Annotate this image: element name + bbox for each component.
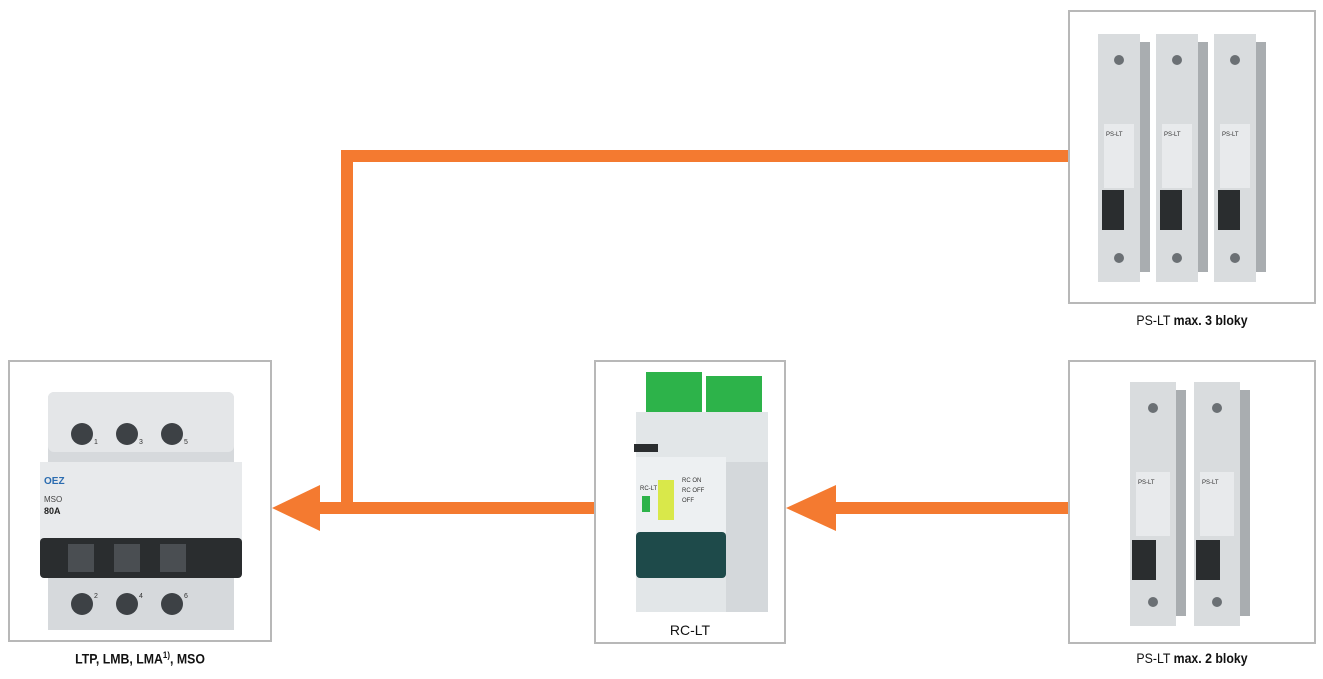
terminal-label: 3 (139, 439, 143, 446)
yellow-test-button (658, 480, 674, 520)
terminal-top-3: 3 (116, 423, 143, 446)
ps-module-3: PS-LT (1214, 34, 1266, 282)
caption-ps3-bold: max. 3 bloky (1173, 312, 1248, 328)
node-rc-lt: RC ON RC OFF OFF RC-LT RC-LT (594, 360, 786, 644)
edge-ps3-to-breaker (341, 150, 1068, 508)
module-label: PS-LT (1138, 480, 1155, 486)
brand-logo: OEZ (44, 476, 65, 487)
node-ps-lt-2: PS-LT PS-LT (1068, 360, 1316, 644)
module-label: PS-LT (1202, 480, 1219, 486)
rc-model-label: RC-LT (640, 486, 658, 492)
caption-ps-lt-3: PS-LT max. 3 bloky (1104, 312, 1280, 328)
node-breaker: 1 3 5 OEZ MSO 80A 2 4 6 (8, 360, 272, 642)
rc-lt-illustration: RC ON RC OFF OFF RC-LT (634, 372, 768, 612)
caption-ps2-plain: PS-LT (1136, 650, 1174, 666)
ps-module-1: PS-LT (1098, 34, 1150, 282)
module-label: PS-LT (1222, 132, 1239, 138)
green-terminal-block (646, 372, 702, 414)
terminal-label: 2 (94, 593, 98, 600)
terminal-bottom-2: 2 (71, 593, 98, 615)
terminal-label: 5 (184, 439, 188, 446)
terminal-label: 1 (94, 439, 98, 446)
switch-levers (40, 538, 242, 578)
terminal-bottom-4: 4 (116, 593, 143, 615)
caption-ps-lt-2: PS-LT max. 2 bloky (1104, 650, 1280, 666)
caption-ps3-plain: PS-LT (1136, 312, 1174, 328)
terminal-label: 4 (139, 593, 143, 600)
footnote-marker: 1) (162, 650, 170, 660)
connector-line (341, 150, 1068, 508)
green-terminal-block (706, 376, 762, 414)
edge-ps2-to-rc (786, 485, 1068, 531)
module-label: PS-LT (1106, 132, 1123, 138)
arrowhead (272, 485, 320, 531)
edge-rc-to-breaker (272, 485, 594, 531)
model-label: MSO (44, 495, 62, 504)
node-ps-lt-3: PS-LT PS-LT PS-LT (1068, 10, 1316, 304)
caption-breaker: LTP, LMB, LMA1), MSO (52, 650, 228, 667)
arrowhead (786, 485, 836, 531)
ps-module-2: PS-LT (1156, 34, 1208, 282)
ps-module-1: PS-LT (1130, 382, 1186, 626)
ps-lt-3-illustration: PS-LT PS-LT PS-LT (1098, 34, 1266, 282)
ps-module-2: PS-LT (1194, 382, 1250, 626)
terminal-bottom-6: 6 (161, 593, 188, 615)
caption-breaker-rest: , MSO (169, 650, 205, 667)
terminal-label: 6 (184, 593, 188, 600)
breaker-illustration: 1 3 5 OEZ MSO 80A 2 4 6 (40, 392, 242, 630)
rc-on-label: RC ON (682, 478, 701, 484)
caption-ps2-bold: max. 2 bloky (1173, 650, 1248, 666)
switch-lever (636, 532, 726, 578)
caption-rc-lt: RC-LT (669, 622, 711, 638)
rc-off-label: RC OFF (682, 488, 705, 494)
off-label: OFF (682, 498, 694, 504)
rating-label: 80A (44, 506, 61, 516)
ps-lt-2-illustration: PS-LT PS-LT (1130, 382, 1250, 626)
caption-breaker-text: LTP, LMB, LMA (75, 650, 163, 667)
terminal-top-5: 5 (161, 423, 188, 446)
terminal-top-1: 1 (71, 423, 98, 446)
module-label: PS-LT (1164, 132, 1181, 138)
